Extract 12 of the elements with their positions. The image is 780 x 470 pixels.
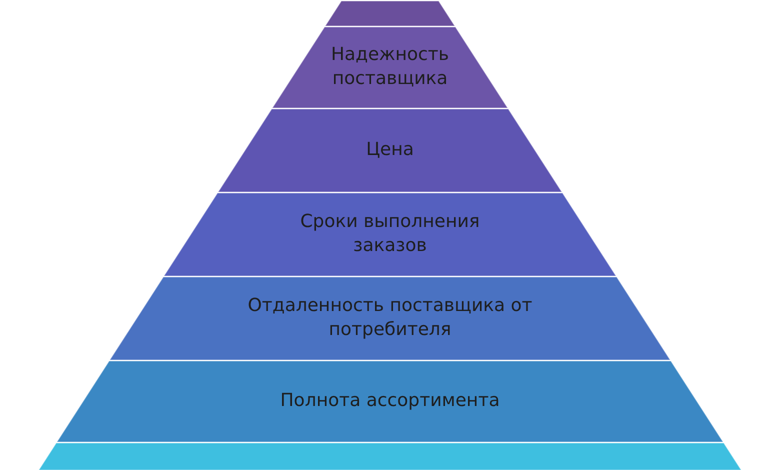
pyramid-layer <box>217 108 563 192</box>
pyramid-layer <box>108 276 672 360</box>
layer-label: Отдаленность поставщика от потребителя <box>246 294 534 342</box>
layer-label: Надежность поставщика <box>330 43 450 91</box>
layer-label: Полнота ассортимента <box>280 389 500 413</box>
pyramid-layer <box>271 26 509 108</box>
layer-label: Сроки выполнения заказов <box>299 210 481 258</box>
pyramid-layer <box>56 360 724 442</box>
pyramid-layer <box>324 0 456 26</box>
pyramid-layer <box>163 192 617 276</box>
layer-label: Цена <box>366 138 414 162</box>
pyramid-layer <box>38 442 742 470</box>
